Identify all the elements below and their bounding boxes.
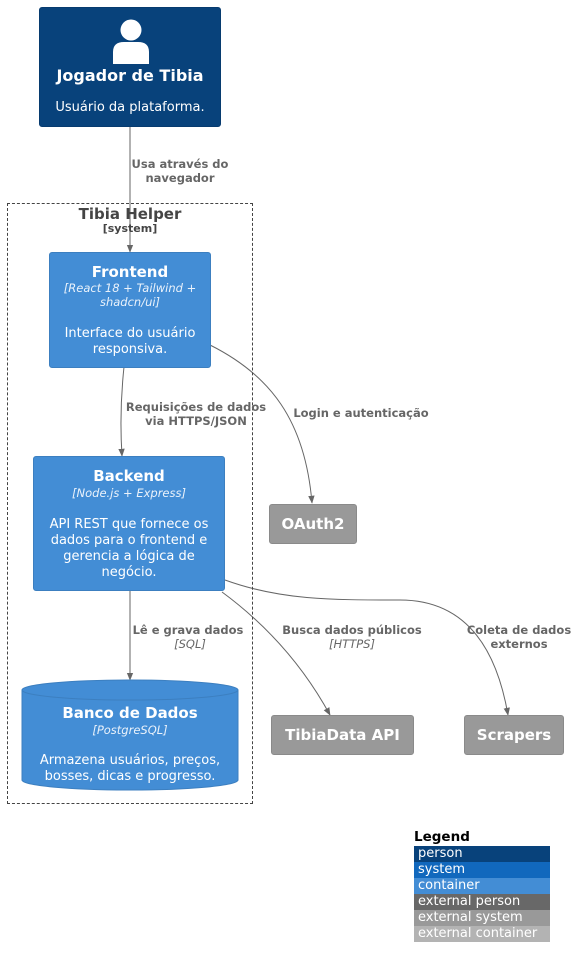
tibiadata-api-label: TibiaData API	[285, 726, 400, 744]
external-system-scrapers[interactable]: Scrapers	[464, 715, 564, 755]
edge-label-frontend-backend: Requisições de dados via HTTPS/JSON	[125, 400, 267, 428]
person-icon	[113, 19, 149, 64]
backend-description: API REST que fornece os dados para o fro…	[49, 517, 209, 580]
legend-item-container: container	[414, 878, 550, 894]
frontend-technology: [React 18 + Tailwind + shadcn/ui]	[63, 281, 197, 309]
container-database[interactable]: Banco de Dados [PostgreSQL] Armazena usu…	[22, 700, 238, 790]
frontend-description: Interface do usuário responsiva.	[64, 326, 196, 357]
external-system-oauth2[interactable]: OAuth2	[269, 504, 357, 544]
legend-title: Legend	[414, 829, 470, 845]
legend-item-external-container: external container	[414, 926, 550, 942]
legend-item-external-person: external person	[414, 894, 550, 910]
database-description: Armazena usuários, preços, bosses, dicas…	[39, 753, 221, 784]
person-title: Jogador de Tibia	[56, 66, 204, 85]
backend-title: Backend	[93, 467, 165, 485]
edge-label-backend-tibiadata: Busca dados públicos	[282, 623, 422, 637]
edge-label-backend-tibiadata-tech: [HTTPS]	[329, 637, 375, 651]
edge-label-backend-db-tech: [SQL]	[174, 637, 206, 651]
external-system-tibiadata-api[interactable]: TibiaData API	[271, 715, 414, 755]
database-title: Banco de Dados	[62, 704, 198, 722]
database-cylinder	[21, 679, 239, 791]
database-technology: [PostgreSQL]	[92, 723, 168, 737]
edge-frontend-backend	[118, 366, 125, 457]
edge-label-frontend-oauth: Login e autenticação	[293, 406, 429, 420]
boundary-subtitle: [system]	[102, 222, 158, 235]
oauth2-label: OAuth2	[281, 515, 345, 533]
person-jogador-de-tibia[interactable]: Jogador de Tibia Usuário da plataforma.	[39, 7, 221, 127]
edge-backend-tibiadata	[221, 591, 331, 716]
edge-frontend-oauth	[209, 344, 315, 504]
frontend-title: Frontend	[91, 263, 169, 281]
container-backend[interactable]: Backend [Node.js + Express] API REST que…	[33, 456, 225, 591]
edge-backend-scrapers	[224, 579, 510, 716]
edge-label-backend-scrapers: Coleta de dados externos	[466, 623, 572, 651]
scrapers-label: Scrapers	[476, 726, 552, 744]
legend-item-external-system: external system	[414, 910, 550, 926]
edge-label-backend-db: Lê e grava dados	[132, 623, 244, 637]
edge-label-person-frontend: Usa através do navegador	[131, 157, 229, 185]
person-description: Usuário da plataforma.	[55, 100, 205, 115]
system-boundary-tibia-helper	[7, 203, 253, 804]
legend-item-person: person	[414, 846, 550, 862]
legend-item-system: system	[414, 862, 550, 878]
boundary-title: Tibia Helper	[78, 205, 182, 223]
container-frontend[interactable]: Frontend [React 18 + Tailwind + shadcn/u…	[49, 252, 211, 368]
backend-technology: [Node.js + Express]	[72, 486, 186, 500]
